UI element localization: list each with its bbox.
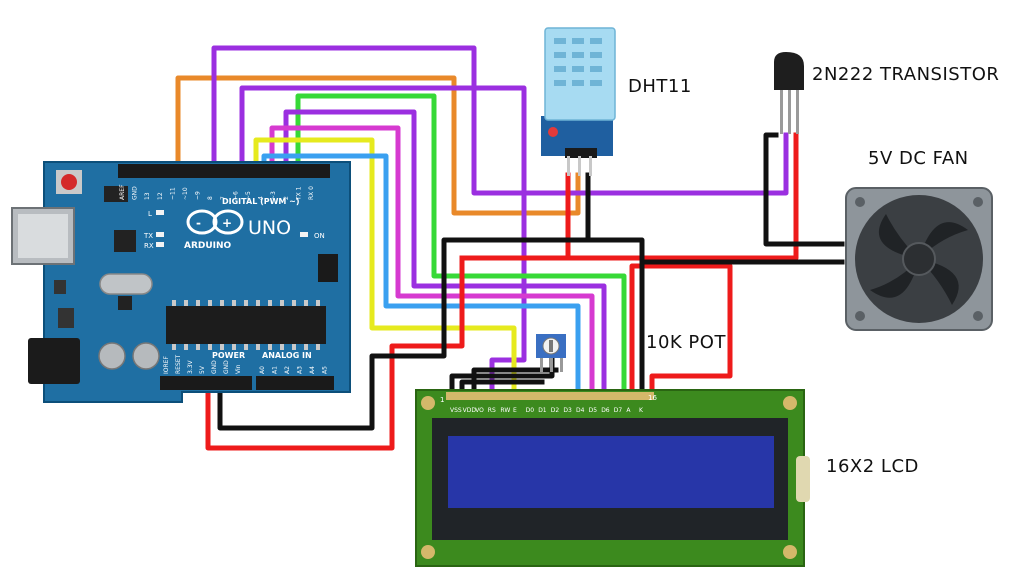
power-pin-label: IOREF xyxy=(163,356,170,374)
power-pin-label: GND xyxy=(223,360,230,374)
wires xyxy=(175,45,845,451)
svg-text:+: + xyxy=(222,216,232,230)
digital-pin-label: ~9 xyxy=(195,191,202,200)
transistor-label: 2N222 TRANSISTOR xyxy=(812,64,999,85)
wire-yellow-pin3-lcd-d6 xyxy=(253,137,517,401)
digital-pin-label: ~11 xyxy=(169,187,176,200)
lcd-pin-label: VDD xyxy=(463,407,477,414)
dc-fan xyxy=(845,187,993,331)
power-pin-label: GND xyxy=(211,360,218,374)
dht11-sensor xyxy=(541,27,616,176)
analog-pin-label: A4 xyxy=(309,366,316,374)
wire-purple-pin5-lcd-d4 xyxy=(283,109,607,401)
lcd-pin-label: D0 xyxy=(526,407,535,414)
wire-purple-pin7-lcd-rs xyxy=(239,85,527,401)
arduino-logo: - + xyxy=(186,209,244,235)
digital-pin-label: GND xyxy=(132,186,139,200)
arduino-logo-text: ARDUINO xyxy=(184,241,232,251)
wire-red-5v-lcd-a xyxy=(629,263,733,401)
wire-black-gnd xyxy=(217,237,845,431)
digital-pin-label: ~6 xyxy=(232,191,239,200)
wire-blue-pin2-lcd-d7 xyxy=(261,153,581,401)
lcd-label: 16X2 LCD xyxy=(826,456,919,477)
analog-pin-label: A5 xyxy=(322,366,329,374)
digital-pin-label: AREF xyxy=(119,184,126,200)
pot-label: 10K POT xyxy=(646,332,726,353)
atmega-chip xyxy=(166,306,326,344)
l-led-label: L xyxy=(148,210,152,218)
lcd-pin-label: D4 xyxy=(576,407,585,414)
lcd-screen xyxy=(448,436,774,508)
analog-pin-label: A1 xyxy=(272,366,279,374)
power-header xyxy=(160,376,252,390)
wire-black-transistor-emitter xyxy=(763,132,845,247)
analog-pin-labels: A0 A1 A2 A3 A4 A5 xyxy=(259,366,329,374)
dht11-label: DHT11 xyxy=(628,76,692,97)
crystal xyxy=(99,273,153,295)
lcd-pin-label: A xyxy=(626,407,631,414)
on-label: ON xyxy=(314,232,325,240)
wire-black-lcd-vo xyxy=(471,367,559,401)
power-pin-label: 3.3V xyxy=(187,359,194,374)
lcd-pin-last: 16 xyxy=(648,394,657,402)
capacitor xyxy=(98,342,126,370)
lcd-pin-label: RS xyxy=(488,407,496,414)
potentiometer xyxy=(536,334,566,372)
digital-pin-label: 2 xyxy=(283,196,290,200)
digital-pin-label: ~3 xyxy=(270,191,277,200)
lcd-pin-label: VO xyxy=(475,407,484,414)
digital-pin-labels: AREF GND 13 12 ~11 ~10 ~9 8 7 ~6 ~5 4 ~3 2 TX 1 RX 0 xyxy=(119,184,315,201)
digital-pin-label: 8 xyxy=(207,196,214,200)
lcd-pin-label: K xyxy=(639,407,644,414)
analog-pin-label: A3 xyxy=(297,366,304,374)
dc-jack xyxy=(28,338,80,384)
digital-pin-label: 12 xyxy=(157,192,164,200)
fan-label: 5V DC FAN xyxy=(868,148,969,169)
wire-red-5v-fan xyxy=(459,132,799,261)
lcd-pin-label: D6 xyxy=(601,407,610,414)
lcd-pin-label: VSS xyxy=(450,407,462,414)
analog-header-label: ANALOG IN xyxy=(262,351,312,360)
digital-header-label: DIGITAL (PWM ~) xyxy=(222,197,300,206)
power-pin-label: 5V xyxy=(199,365,206,374)
capacitor xyxy=(132,342,160,370)
digital-pin-label: ~10 xyxy=(182,187,189,200)
tx-label: TX xyxy=(143,232,153,240)
digital-header xyxy=(118,164,330,178)
digital-pin-label: TX 1 xyxy=(295,186,302,201)
lcd-pin-label: D2 xyxy=(551,407,560,414)
digital-pin-label: 13 xyxy=(144,192,151,200)
lcd-pin-first: 1 xyxy=(440,396,444,404)
wire-orange-pin13-dht-data xyxy=(175,75,581,216)
wire-purple-pin10-transistor xyxy=(211,45,789,196)
rx-label: RX xyxy=(144,242,154,250)
digital-pin-label: ~5 xyxy=(245,191,252,200)
arduino-model-text: UNO xyxy=(248,217,291,239)
digital-pin-label: 7 xyxy=(220,196,227,200)
lcd-pin-label: D3 xyxy=(563,407,572,414)
power-pin-label: Vin xyxy=(235,364,242,374)
lcd-pin-label: D1 xyxy=(538,407,547,414)
power-header-label: POWER xyxy=(212,351,245,360)
analog-pin-label: A2 xyxy=(284,366,291,374)
lcd-pin-label: D5 xyxy=(589,407,598,414)
arduino-board: - + ARDUINO UNO DIGITAL (PWM ~) POWER AN… xyxy=(11,161,351,403)
digital-pin-label: 4 xyxy=(258,196,265,200)
analog-pin-label: A0 xyxy=(259,366,266,374)
digital-pin-label: RX 0 xyxy=(308,186,315,200)
analog-header xyxy=(256,376,334,390)
power-pin-label: RESET xyxy=(175,354,182,374)
wire-green-pin6-lcd-e xyxy=(295,93,627,401)
lcd-pin-label: E xyxy=(513,407,517,414)
transistor xyxy=(774,52,804,134)
power-pin-labels: IOREF RESET 3.3V 5V GND GND Vin xyxy=(163,354,242,374)
lcd-pin-label: D7 xyxy=(614,407,623,414)
lcd-pin-label: RW xyxy=(500,407,510,414)
svg-text:-: - xyxy=(196,216,201,230)
wire-magenta-pin4-lcd-d5 xyxy=(269,125,595,401)
